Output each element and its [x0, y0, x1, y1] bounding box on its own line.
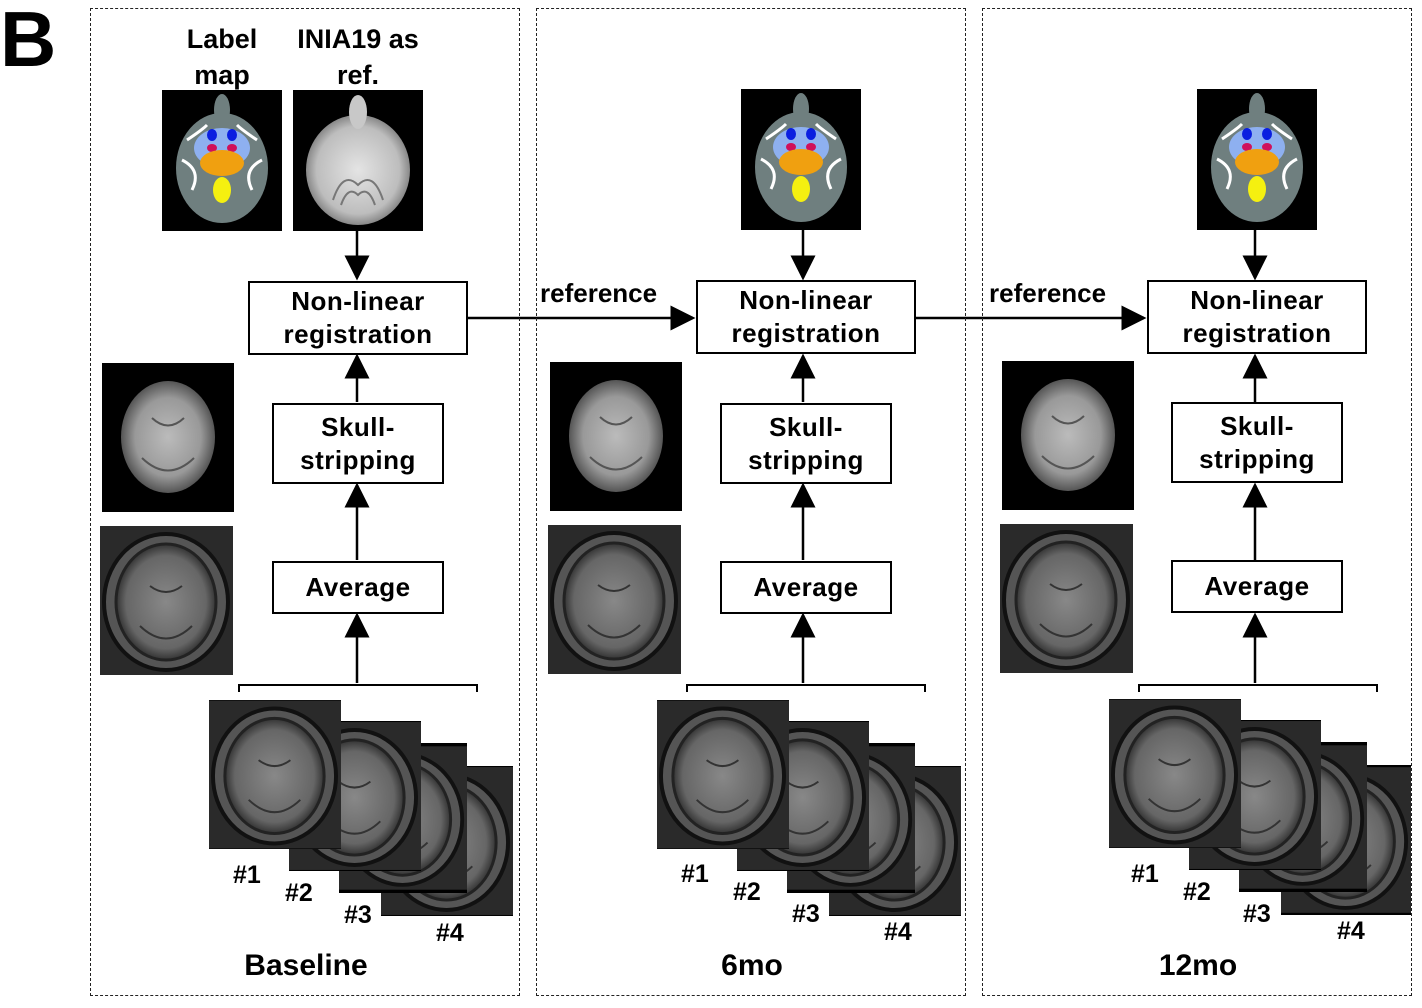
- label-map-header: Label map: [186, 24, 258, 90]
- bracket: [686, 684, 926, 692]
- panel-title: Baseline: [244, 949, 368, 982]
- scan-image-1: [657, 700, 789, 849]
- scan-label-1: #1: [681, 860, 709, 888]
- panel-6mo: Non-linear registration Skull- stripping…: [536, 8, 966, 996]
- stripped-brain-image: [102, 363, 234, 512]
- label-map-image: [741, 89, 861, 230]
- registration-box: Non-linear registration: [1147, 280, 1367, 354]
- inia19-image: [293, 90, 423, 231]
- reference-header: INIA19 as ref.: [297, 24, 419, 90]
- scan-label-2: #2: [285, 879, 313, 907]
- panel-12mo: Non-linear registration Skull- stripping…: [982, 8, 1412, 996]
- panel-baseline: Label map INIA19 as ref. Non-linear regi…: [90, 8, 520, 996]
- average-box: Average: [1171, 560, 1343, 613]
- average-box: Average: [720, 561, 892, 614]
- averaged-scan-image: [100, 526, 233, 675]
- scan-label-4: #4: [884, 918, 912, 946]
- average-box: Average: [272, 561, 444, 614]
- scan-label-4: #4: [436, 919, 464, 947]
- panel-title: 6mo: [721, 949, 783, 982]
- skull-stripping-box: Skull- stripping: [272, 403, 444, 484]
- scan-label-3: #3: [1243, 900, 1271, 928]
- scan-image-1: [1109, 699, 1241, 848]
- scan-label-2: #2: [1183, 878, 1211, 906]
- scan-label-1: #1: [1131, 860, 1159, 888]
- scan-label-3: #3: [344, 901, 372, 929]
- scan-image-1: [209, 700, 341, 849]
- figure-label: B: [0, 0, 57, 83]
- scan-label-2: #2: [733, 878, 761, 906]
- registration-box: Non-linear registration: [696, 280, 916, 354]
- stripped-brain-image: [550, 362, 682, 511]
- reference-label-2: reference: [989, 278, 1107, 308]
- skull-stripping-box: Skull- stripping: [1171, 402, 1343, 483]
- averaged-scan-image: [1000, 524, 1133, 673]
- bracket: [1138, 684, 1378, 692]
- label-map-image: [1197, 89, 1317, 230]
- reference-label-1: reference: [540, 278, 658, 308]
- skull-stripping-box: Skull- stripping: [720, 403, 892, 484]
- label-map-image: [162, 90, 282, 231]
- scan-label-1: #1: [233, 861, 261, 889]
- averaged-scan-image: [548, 525, 681, 674]
- stripped-brain-image: [1002, 361, 1134, 510]
- registration-box: Non-linear registration: [248, 281, 468, 355]
- panel-title: 12mo: [1158, 949, 1238, 982]
- bracket: [238, 684, 478, 692]
- scan-label-4: #4: [1337, 917, 1365, 945]
- scan-label-3: #3: [792, 900, 820, 928]
